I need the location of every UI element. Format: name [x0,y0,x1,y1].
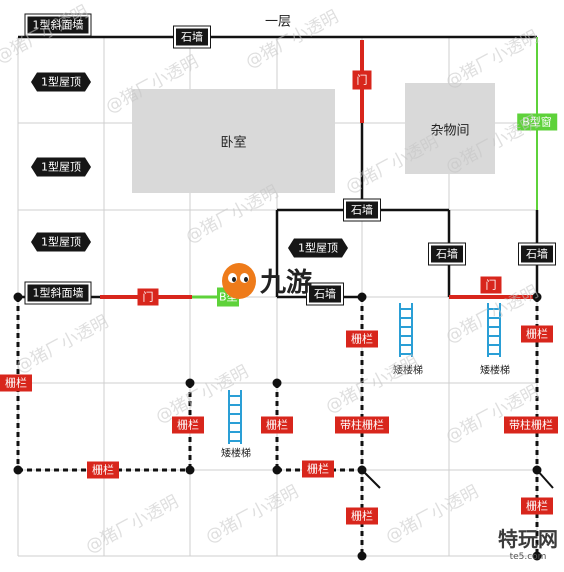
fence-tag-mid1: 栅栏 [172,416,204,434]
roof-tag-2: 1型屋顶 [31,157,91,177]
slope-wall-top-tag: 1型斜面墙 [24,13,92,37]
fence-post-dot [272,465,282,475]
gate-line [536,469,554,489]
window-b-tag-right: B型窗 [517,113,557,131]
fence-post-dot [13,292,23,302]
bedroom-label: 卧室 [220,135,247,151]
ladder-label-3: 矮楼梯 [221,448,251,460]
ladder-label-2: 矮楼梯 [480,365,510,377]
stone-wall-tag-center: 石墙 [306,282,344,306]
roof-tag-center: 1型屋顶 [288,238,348,258]
fence-tag-center-right: 栅栏 [346,330,378,348]
mascot-icon [222,262,256,299]
fence-post-dot [532,551,542,561]
fence-tag-right: 栅栏 [521,325,553,343]
fence-tag-bottom-right: 栅栏 [521,497,553,515]
stone-wall-tag-mid: 石墙 [343,198,381,222]
storage-room-label: 杂物间 [430,123,470,138]
post-fence-tag-center: 带柱栅栏 [335,416,389,434]
ladder-icon-2 [487,303,501,357]
ladder-icon-3 [228,390,242,444]
fence-post-dot [13,465,23,475]
ladder-icon-1 [399,303,413,357]
logo-text: 九游 [260,268,313,298]
stone-wall-tag-right1: 石墙 [428,242,466,266]
site-brand: 特玩网 te5.com [498,523,558,562]
brand-url: te5.com [509,552,547,562]
ladder-label-1: 矮楼梯 [393,365,423,377]
fence-post-dot [532,292,542,302]
fence-tag-bottom-center: 栅栏 [346,507,378,525]
jiuyou-logo: 九游 [222,262,312,299]
gate-line [361,469,381,489]
fence-tag-mid3: 栅栏 [302,460,334,478]
fence-post-dot [357,551,367,561]
fence-tag-bottom-left: 栅栏 [87,461,119,479]
door-tag-top: 门 [352,70,372,90]
post-fence-tag-right: 带柱栅栏 [504,416,558,434]
fence-post-dot [185,378,195,388]
floor-title: 一层 [264,14,292,30]
door-tag-left: 门 [137,288,159,306]
roof-tag-3: 1型屋顶 [31,232,91,252]
storage-room-area: 杂物间 [405,83,495,174]
slope-wall-mid-tag: 1型斜面墙 [24,281,92,305]
stone-wall-tag-top: 石墙 [173,25,211,49]
fence-tag-mid2: 栅栏 [261,416,293,434]
fence-post-dot [185,465,195,475]
door-tag-right: 门 [480,276,502,294]
fence-tag-left: 栅栏 [0,374,32,392]
bedroom-area: 卧室 [132,89,335,193]
stone-wall-tag-right2: 石墙 [518,242,556,266]
brand-name: 特玩网 [498,527,558,551]
fence-post-dot [272,378,282,388]
roof-tag-1: 1型屋顶 [31,72,91,92]
fence-post-dot [357,292,367,302]
